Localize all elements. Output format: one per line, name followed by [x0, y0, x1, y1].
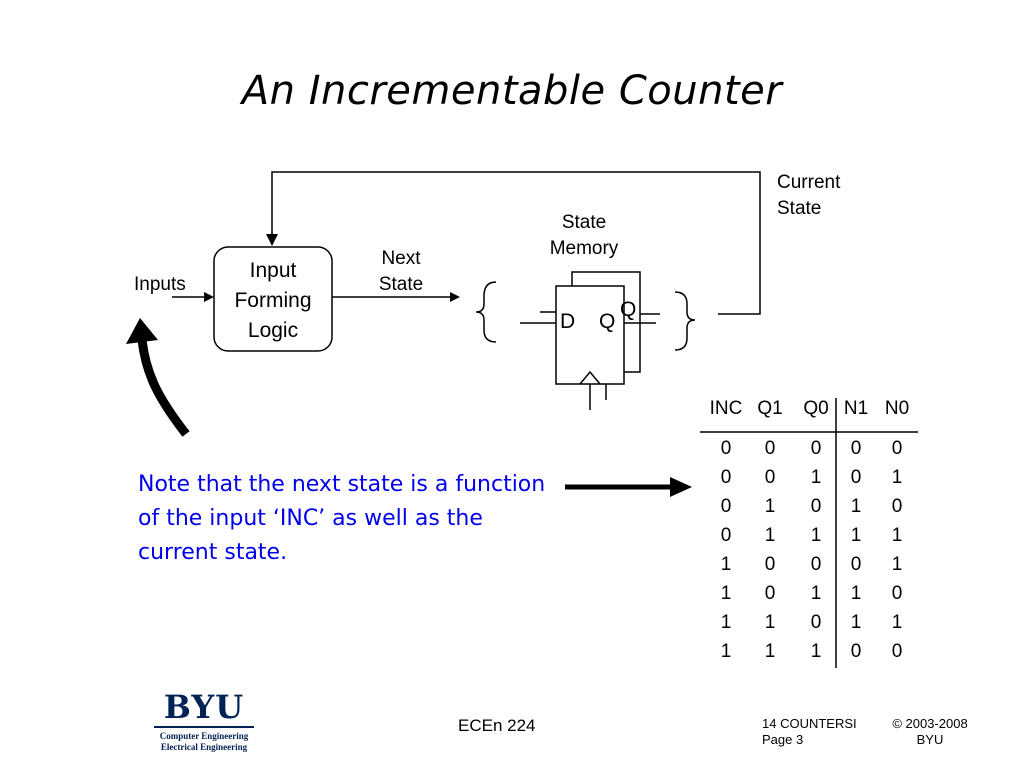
table-cell: 1: [810, 525, 822, 546]
table-cell: 0: [891, 496, 903, 517]
inputs-arrowhead: [204, 292, 214, 302]
table-header-cell: INC: [709, 398, 743, 419]
table-cell: 1: [764, 496, 776, 517]
logo-main-text: BYU: [163, 688, 245, 726]
table-cell: 1: [891, 467, 903, 488]
table-cell: 0: [764, 554, 776, 575]
table-cell: 0: [891, 641, 903, 662]
table-cell: 1: [850, 612, 862, 633]
table-cell: 1: [810, 641, 822, 662]
table-cell: 0: [850, 641, 862, 662]
state-memory-label: State Memory: [549, 212, 619, 259]
table-cell: 1: [891, 525, 903, 546]
table-header-cell: Q1: [757, 398, 783, 419]
curved-arrow-shaft: [137, 339, 190, 437]
table-cell: 1: [850, 525, 862, 546]
table-cell: 0: [764, 438, 776, 459]
table-cell: 1: [764, 641, 776, 662]
table-cell: 0: [850, 554, 862, 575]
flipflop-front: [555, 285, 625, 385]
feedback-arrowhead: [266, 234, 278, 246]
table-cell: 0: [850, 438, 862, 459]
course-label: ECEn 224: [458, 716, 536, 735]
inputs-label: Inputs: [134, 274, 186, 295]
table-cell: 1: [764, 525, 776, 546]
flipflop-d-label: D: [560, 310, 576, 333]
clock-triangle: [579, 370, 601, 385]
logo-sub-1: Computer Engineering: [159, 731, 249, 741]
note-text: Note that the next state is a function o…: [138, 472, 546, 565]
logo-sub-2: Electrical Engineering: [160, 742, 248, 752]
table-cell: 1: [720, 612, 732, 633]
table-cell: 0: [764, 583, 776, 604]
left-brace: [475, 281, 497, 343]
logo-rule: [154, 726, 254, 728]
table-cell: 1: [850, 583, 862, 604]
table-cell: 0: [764, 467, 776, 488]
next-state-label: Next State: [378, 248, 424, 295]
flipflop-back-q-label: Q: [620, 298, 637, 321]
table-cell: 0: [810, 438, 822, 459]
chapter-info: 14 COUNTERSI Page 3: [762, 716, 857, 747]
slide-title: An Incrementable Counter: [241, 68, 783, 114]
table-cell: 0: [891, 438, 903, 459]
table-cell: 1: [720, 554, 732, 575]
table-cell: 0: [891, 583, 903, 604]
table-cell: 0: [720, 496, 732, 517]
input-forming-logic-box: [213, 246, 333, 352]
next-state-arrowhead: [450, 292, 460, 302]
table-header-cell: N0: [884, 398, 910, 419]
logic-label: Input Forming Logic: [234, 259, 312, 342]
table-cell: 0: [810, 612, 822, 633]
table-cell: 0: [850, 467, 862, 488]
table-cell: 1: [891, 554, 903, 575]
table-arrow-head: [670, 477, 692, 497]
table-cell: 0: [810, 496, 822, 517]
feedback-wire: [271, 171, 761, 315]
byu-logo: BYU Computer Engineering Electrical Engi…: [150, 690, 258, 753]
table-cell: 1: [891, 612, 903, 633]
curved-arrow-head: [126, 318, 158, 344]
table-cell: 1: [850, 496, 862, 517]
table-cell: 1: [810, 467, 822, 488]
table-cell: 1: [764, 612, 776, 633]
table-cell: 1: [810, 583, 822, 604]
table-cell: 0: [720, 525, 732, 546]
flipflop-q-label: Q: [599, 310, 616, 333]
table-cell: 0: [720, 438, 732, 459]
right-brace: [674, 291, 696, 351]
copyright-info: © 2003-2008 BYU: [892, 716, 968, 747]
table-header-cell: Q0: [803, 398, 829, 419]
current-state-label: Current State: [777, 172, 841, 219]
table-header-cell: N1: [843, 398, 869, 419]
table-cell: 0: [720, 467, 732, 488]
table-cell: 1: [720, 641, 732, 662]
table-cell: 1: [720, 583, 732, 604]
table-cell: 0: [810, 554, 822, 575]
